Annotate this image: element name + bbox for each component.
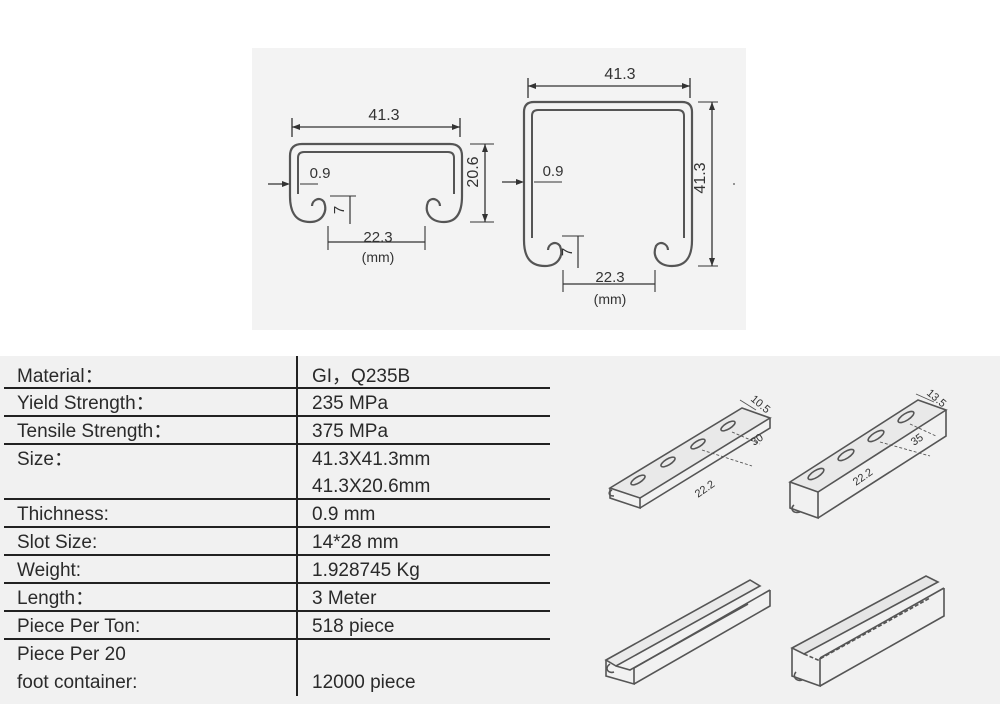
large-unit-label: (mm) [594, 291, 627, 307]
spec-value: 12000 piece [312, 672, 416, 693]
spec-table: Material： GI，Q235B Yield Strength： 235 M… [0, 356, 560, 704]
small-lip-label: 7 [331, 206, 348, 214]
isometric-illustrations: 10.5 30 22.2 13.5 35 22.2 [604, 387, 948, 688]
profile-drawing-panel [252, 48, 746, 330]
spec-label: Yield Strength： [17, 393, 155, 414]
large-lip-label: 7 [559, 248, 576, 256]
iso-plain-small [604, 579, 771, 686]
large-width-label: 41.3 [604, 66, 635, 83]
spec-value: 1.928745 Kg [312, 560, 420, 581]
spec-label: Size： [17, 449, 73, 470]
spec-value: GI，Q235B [312, 366, 411, 387]
iso-plain-large [790, 575, 945, 688]
spec-value: 235 MPa [312, 393, 389, 414]
small-slot-label: 22.3 [363, 229, 392, 246]
spec-value: 3 Meter [312, 588, 377, 609]
spec-value: 41.3X20.6mm [312, 476, 431, 497]
small-width-label: 41.3 [368, 107, 399, 124]
spec-background [0, 356, 1000, 704]
profile-small: 41.3 20.6 0.9 7 22.3 (mm) [268, 107, 494, 265]
small-height-label: 20.6 [465, 156, 482, 187]
profile-drawings: 41.3 20.6 0.9 7 22.3 (mm) 41.3 [268, 66, 735, 307]
spec-label: Thichness: [17, 504, 109, 525]
spec-value: 41.3X41.3mm [312, 449, 431, 470]
spec-label: Tensile Strength： [17, 421, 173, 442]
large-thickness-label: 0.9 [543, 163, 564, 180]
spec-label: Piece Per Ton: [17, 616, 141, 637]
iso-slotted-large [788, 393, 948, 520]
iso-slotted-small [608, 399, 772, 510]
large-height-label: 41.3 [692, 162, 709, 193]
spec-label: Weight: [17, 560, 82, 581]
iso-large-slot-pitch: 35 [909, 432, 926, 449]
spec-label: Material： [17, 366, 104, 387]
iso-large-slot-offset: 22.2 [851, 466, 875, 488]
spec-label: Piece Per 20 [17, 644, 126, 665]
spec-label: Slot Size: [17, 532, 98, 553]
large-slot-label: 22.3 [595, 269, 624, 286]
table-column-divider [296, 356, 298, 696]
iso-small-slot-offset: 22.2 [693, 478, 717, 500]
spec-value: 518 piece [312, 616, 395, 637]
spec-label: Length： [17, 588, 95, 609]
spec-value: 375 MPa [312, 421, 389, 442]
small-thickness-label: 0.9 [310, 165, 331, 182]
iso-small-slot-pitch: 30 [749, 432, 766, 449]
spec-label: foot container: [17, 672, 138, 693]
small-unit-label: (mm) [362, 249, 395, 265]
profile-large: 41.3 41.3 0.9 7 22.3 (mm) [502, 66, 718, 307]
spec-value: 14*28 mm [312, 532, 399, 553]
spec-value: 0.9 mm [312, 504, 376, 525]
